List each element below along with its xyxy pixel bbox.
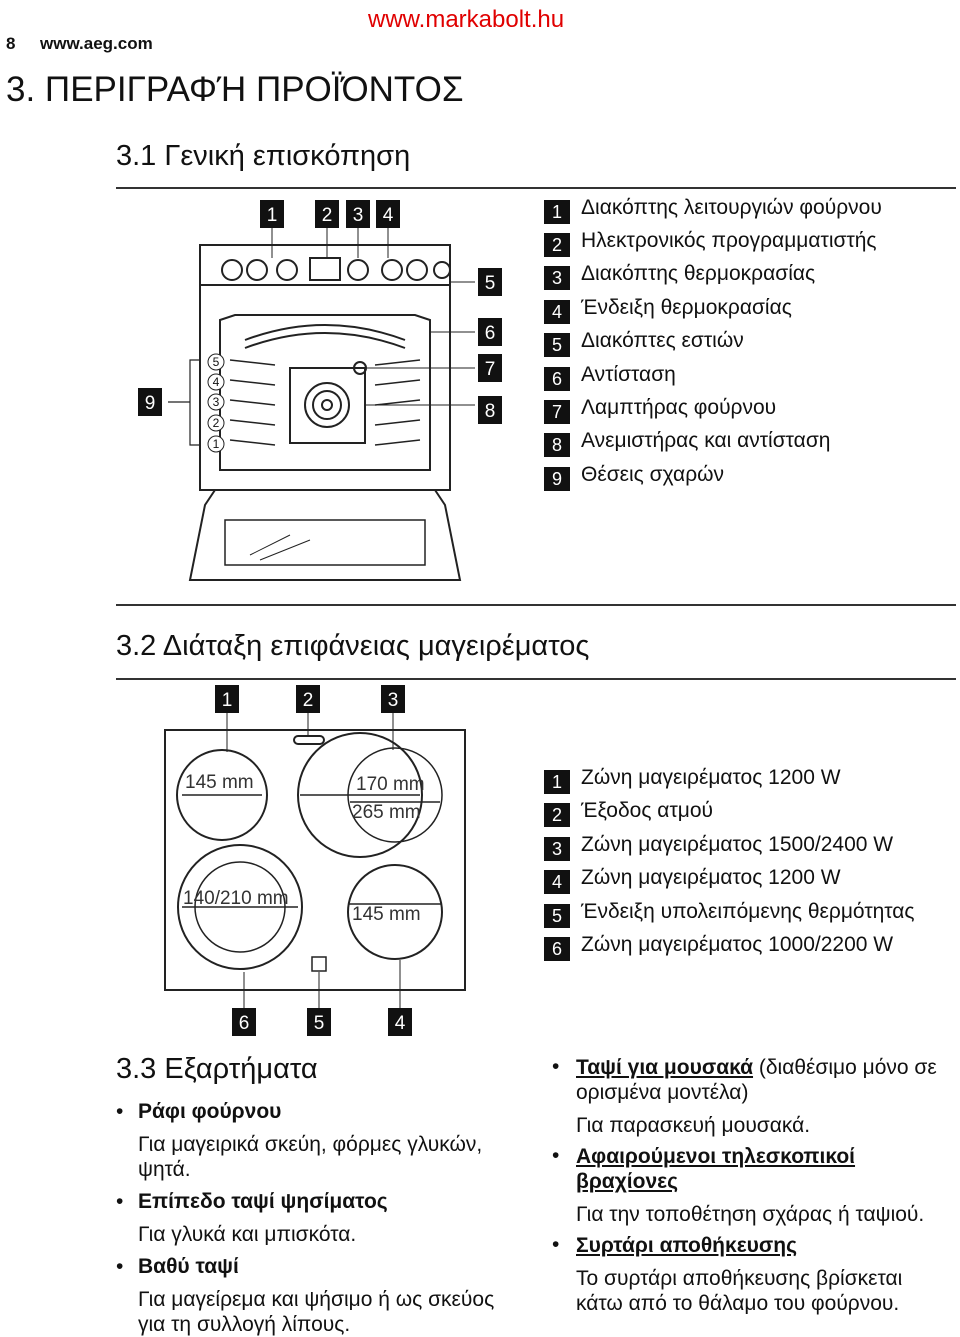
accessory-desc: Για γλυκά και μπισκότα. — [138, 1223, 357, 1246]
accessory-item: • Ταψί για μουσακά (διαθέσιμο μόνο σε ορ… — [552, 1055, 952, 1138]
chapter-title: 3. ΠΕΡΙΓΡΑΦΉ ΠΡΟΪΌΝΤΟΣ — [6, 70, 464, 109]
overview-top-labels — [138, 200, 502, 424]
site-url[interactable]: www.aeg.com — [40, 34, 153, 53]
hob-label-4: 4 — [395, 1013, 406, 1034]
accessory-note: (διαθέσιμο μόνο σε ορισμένα μοντέλα) — [576, 1056, 937, 1104]
diagram-label-6: 6 — [485, 323, 496, 344]
diagram-label-1: 1 — [267, 205, 278, 226]
section-title-accessories: 3.3 Εξαρτήματα — [116, 1053, 318, 1085]
accessory-desc: Το συρτάρι αποθήκευσης βρίσκεται κάτω απ… — [576, 1267, 903, 1315]
accessory-desc: Για την τοποθέτηση σχάρας ή ταψιού. — [576, 1203, 925, 1226]
shelf-label-3: 3 — [213, 395, 220, 409]
page-number: 8 — [6, 34, 16, 53]
shelf-label-4: 4 — [213, 375, 220, 389]
diagram-label-9: 9 — [145, 393, 156, 414]
diagram-label-7: 7 — [485, 359, 496, 380]
diagram-label-8: 8 — [485, 401, 496, 422]
accessory-name: Αφαιρούμενοι τηλεσκοπικοί βραχίονες — [576, 1145, 856, 1193]
accessory-name: Συρτάρι αποθήκευσης — [576, 1234, 798, 1257]
accessory-name: Επίπεδο ταψί ψησίματος — [138, 1190, 388, 1213]
accessory-item: • Επίπεδο ταψί ψησίματος Για γλυκά και μ… — [116, 1190, 526, 1247]
diagram-label-5: 5 — [485, 273, 496, 294]
hob-label-3: 3 — [388, 690, 399, 711]
zone-size-bottom-left: 140/210 mm — [183, 888, 289, 909]
hob-label-5: 5 — [314, 1013, 325, 1034]
accessories-right-column: • Ταψί για μουσακά (διαθέσιμο μόνο σε ορ… — [552, 1055, 952, 1316]
diagram-label-2: 2 — [322, 205, 333, 226]
zone-size-top-right-outer: 265 mm — [352, 802, 421, 823]
section-rule — [116, 604, 956, 606]
bullet-glyph: • — [552, 1055, 560, 1078]
accessory-item: • Συρτάρι αποθήκευσης Το συρτάρι αποθήκε… — [552, 1233, 952, 1316]
accessory-name: Ταψί για μουσακά — [576, 1056, 754, 1079]
hob-label-6: 6 — [239, 1013, 250, 1034]
bullet-glyph: • — [552, 1144, 560, 1167]
diagram-label-4: 4 — [383, 205, 394, 226]
bullet-glyph: • — [116, 1100, 124, 1123]
accessories-left-column: • Ράφι φούρνου Για μαγειρικά σκεύη, φόρμ… — [116, 1100, 526, 1337]
bullet-glyph: • — [116, 1190, 124, 1213]
hob-label-2: 2 — [303, 690, 314, 711]
shelf-label-1: 1 — [213, 437, 220, 451]
zone-size-bottom-right: 145 mm — [352, 904, 421, 925]
bullet-glyph: • — [552, 1233, 560, 1256]
zone-size-top-right-inner: 170 mm — [356, 774, 425, 795]
section-rule — [116, 678, 956, 680]
oven-diagram: 1 2 3 4 5 6 7 8 9 5 4 3 2 1 — [138, 200, 502, 581]
section-title-hob: 3.2 Διάταξη επιφάνειας μαγειρέματος — [116, 630, 590, 662]
hob-label-1: 1 — [222, 690, 233, 711]
shelf-label-5: 5 — [213, 355, 220, 369]
accessory-item: • Βαθύ ταψί Για μαγείρεμα και ψήσιμο ή ω… — [116, 1255, 526, 1337]
bullet-glyph: • — [116, 1255, 124, 1278]
accessory-item: • Ράφι φούρνου Για μαγειρικά σκεύη, φόρμ… — [116, 1100, 526, 1182]
zone-size-top-left: 145 mm — [185, 772, 254, 793]
watermark-url[interactable]: www.markabolt.hu — [368, 6, 565, 33]
diagram-label-3: 3 — [353, 205, 364, 226]
hob-diagram: 1 2 3 6 5 4 145 mm 170 mm 265 mm 140/210… — [164, 685, 466, 1036]
accessory-desc: Για μαγειρικά σκεύη, φόρμες γλυκών, ψητά… — [138, 1133, 483, 1181]
accessory-name: Ράφι φούρνου — [138, 1100, 282, 1123]
accessory-desc: Για παρασκευή μουσακά. — [576, 1114, 811, 1137]
shelf-label-2: 2 — [213, 416, 220, 430]
section-title-overview: 3.1 Γενική επισκόπηση — [116, 140, 411, 172]
accessory-name: Βαθύ ταψί — [138, 1255, 239, 1278]
accessory-item: • Αφαιρούμενοι τηλεσκοπικοί βραχίονες Γι… — [552, 1144, 952, 1227]
accessory-desc: Για μαγείρεμα και ψήσιμο ή ως σκεύος για… — [138, 1288, 495, 1336]
section-rule — [116, 187, 956, 189]
